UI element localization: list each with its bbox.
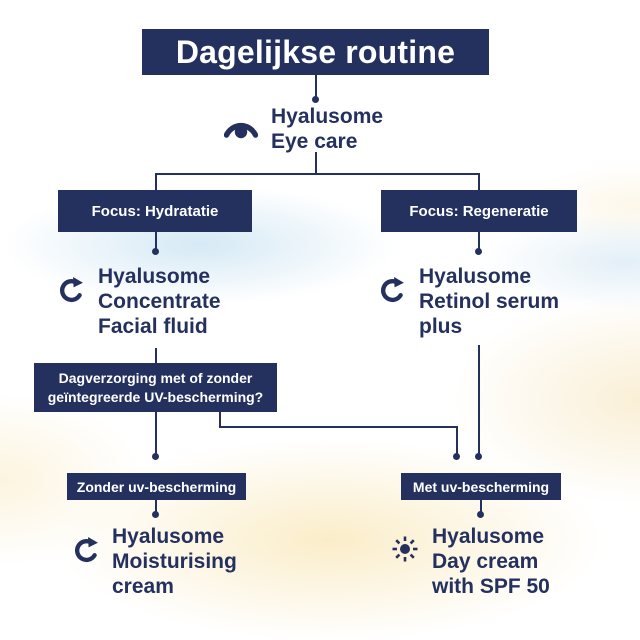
page-title: Dagelijkse routine xyxy=(142,29,489,75)
connector-line xyxy=(478,232,480,249)
connector-dot xyxy=(152,511,159,518)
connector-line xyxy=(315,74,317,99)
node-day-cream: Hyalusome Day cream with SPF 50 xyxy=(390,524,550,599)
product-name-line: with SPF 50 xyxy=(432,575,550,598)
eye-icon xyxy=(224,122,258,139)
product-name-line: plus xyxy=(419,315,463,338)
question-line: geïntegreerde UV-bescherming? xyxy=(47,388,264,405)
uv-question-box: Dagverzorging met of zonder geïntegreerd… xyxy=(34,363,277,412)
product-name-line: Facial fluid xyxy=(98,315,208,338)
product-name-line: Retinol serum xyxy=(419,290,560,313)
zonder-uv-box: Zonder uv-bescherming xyxy=(67,473,246,500)
connector-line xyxy=(155,232,157,249)
refresh-icon xyxy=(74,537,98,563)
sun-icon xyxy=(392,536,418,562)
connector-line xyxy=(478,345,480,456)
connector-line xyxy=(219,412,221,428)
product-name-line: Moisturising xyxy=(112,550,237,573)
node-eye-care: Hyalusome Eye care xyxy=(224,104,383,154)
product-name-line: cream xyxy=(112,575,174,598)
connector-dot xyxy=(475,453,482,460)
connector-line xyxy=(155,348,157,363)
connector-line xyxy=(155,173,480,175)
met-uv-box: Met uv-bescherming xyxy=(401,473,561,500)
connector-line xyxy=(155,412,157,455)
connector-line xyxy=(478,173,480,191)
product-name-line: Hyalusome xyxy=(112,525,225,548)
product-name-line: Eye care xyxy=(271,130,358,153)
connector-line xyxy=(219,426,458,428)
connector-dot xyxy=(152,248,159,255)
refresh-icon xyxy=(59,277,83,303)
refresh-icon xyxy=(380,277,404,303)
product-name-line: Hyalusome xyxy=(419,265,532,288)
product-name-line: Hyalusome xyxy=(432,525,545,548)
focus-hydratatie-box: Focus: Hydratatie xyxy=(58,190,252,232)
connector-dot xyxy=(453,453,460,460)
node-moisturising: Hyalusome Moisturising cream xyxy=(73,524,237,599)
question-line: Dagverzorging met of zonder xyxy=(58,369,253,386)
connector-dot xyxy=(477,511,484,518)
product-name-line: Hyalusome xyxy=(271,105,384,128)
connector-dot xyxy=(152,453,159,460)
connector-line xyxy=(315,152,317,174)
connector-line xyxy=(480,500,482,512)
connector-dot xyxy=(475,248,482,255)
product-name-line: Hyalusome xyxy=(98,265,211,288)
product-name-line: Day cream xyxy=(432,550,539,573)
connector-line xyxy=(155,173,157,191)
node-concentrate: Hyalusome Concentrate Facial fluid xyxy=(58,264,221,339)
focus-regeneratie-box: Focus: Regeneratie xyxy=(381,190,577,232)
product-name-line: Concentrate xyxy=(98,290,221,313)
connector-line xyxy=(456,426,458,455)
connector-line xyxy=(155,500,157,512)
node-retinol: Hyalusome Retinol serum plus xyxy=(379,264,559,339)
connector-dot xyxy=(312,96,319,103)
